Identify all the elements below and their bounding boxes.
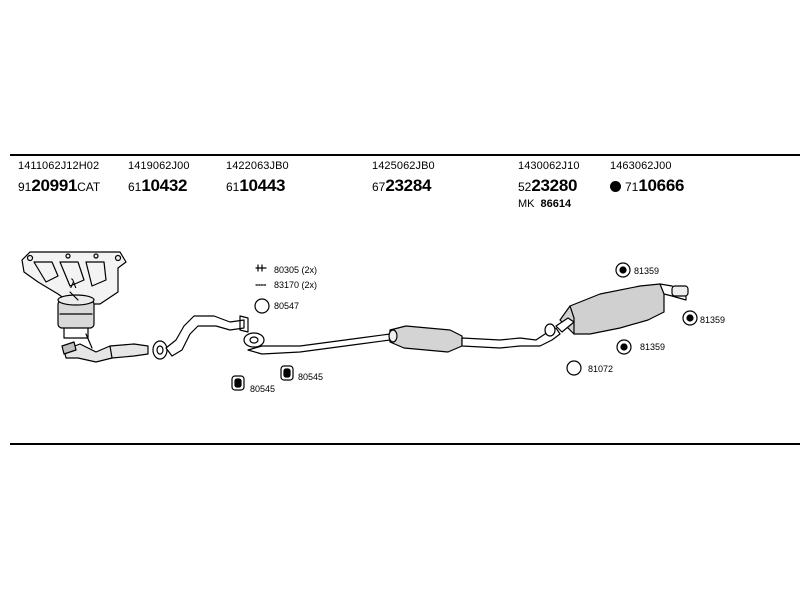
- ref-number: 6110432: [128, 176, 188, 195]
- lambda-sensor-label: λ: [70, 276, 77, 291]
- oe-number: 1422063JB0: [226, 160, 289, 172]
- hanger-81359-a[interactable]: [615, 262, 631, 278]
- oe-number: 1411062J12H02: [18, 160, 100, 172]
- middle-silencer[interactable]: [388, 325, 463, 353]
- part-rear-silencer[interactable]: 1463062J00 7110666: [610, 160, 684, 196]
- part-intermediate-pipe[interactable]: 1422063JB0 6110443: [226, 160, 289, 196]
- gasket-80547[interactable]: [254, 298, 270, 314]
- bolt-80305-icon: [255, 264, 267, 272]
- filled-dot-icon: [610, 181, 621, 192]
- spring-83170-label: 83170 (2x): [274, 280, 318, 290]
- part-front-pipe[interactable]: 1419062J00 6110432: [128, 160, 190, 196]
- rear-pipe[interactable]: [461, 323, 561, 349]
- hanger-80545-a-label: 80545: [250, 384, 276, 394]
- ref-number: 6723284: [372, 176, 432, 195]
- hanger-81359-a-label: 81359: [634, 266, 660, 276]
- oe-number: 1425062JB0: [372, 160, 435, 172]
- hanger-81359-b[interactable]: [682, 310, 698, 326]
- intermediate-flange[interactable]: [243, 332, 265, 348]
- exhaust-manifold[interactable]: [21, 251, 127, 305]
- gasket-81072[interactable]: [566, 360, 582, 376]
- hanger-80545-a[interactable]: [231, 375, 245, 391]
- top-divider: [10, 154, 800, 156]
- part-catalyst[interactable]: 1411062J12H02 9120991CAT: [18, 160, 100, 196]
- flange-gasket[interactable]: [152, 340, 168, 360]
- ref-number: 5223280: [518, 176, 578, 195]
- gasket-81072-label: 81072: [588, 364, 614, 374]
- hanger-81359-b-label: 81359: [700, 315, 726, 325]
- hanger-80545-b[interactable]: [280, 365, 294, 381]
- hanger-81359-c[interactable]: [616, 339, 632, 355]
- hanger-81359-c-label: 81359: [640, 342, 666, 352]
- flex-downpipe[interactable]: [61, 333, 149, 363]
- oe-number: 1463062J00: [610, 160, 672, 172]
- gasket-80547-label: 80547: [274, 301, 300, 311]
- catalytic-converter[interactable]: [57, 294, 95, 339]
- oe-number: 1430062J10: [518, 160, 580, 172]
- bolt-80305-label: 80305 (2x): [274, 265, 318, 275]
- intermediate-pipe[interactable]: [247, 333, 391, 355]
- bottom-divider: [10, 443, 800, 445]
- ref-number: 7110666: [610, 176, 684, 196]
- part-middle-silencer[interactable]: 1425062JB0 6723284: [372, 160, 435, 196]
- ref-number: 9120991CAT: [18, 176, 101, 195]
- hanger-80545-b-label: 80545: [298, 372, 324, 382]
- front-pipe[interactable]: [165, 315, 249, 357]
- ref-number: 6110443: [226, 176, 286, 195]
- oe-number: 1419062J00: [128, 160, 190, 172]
- rear-silencer[interactable]: [555, 283, 689, 335]
